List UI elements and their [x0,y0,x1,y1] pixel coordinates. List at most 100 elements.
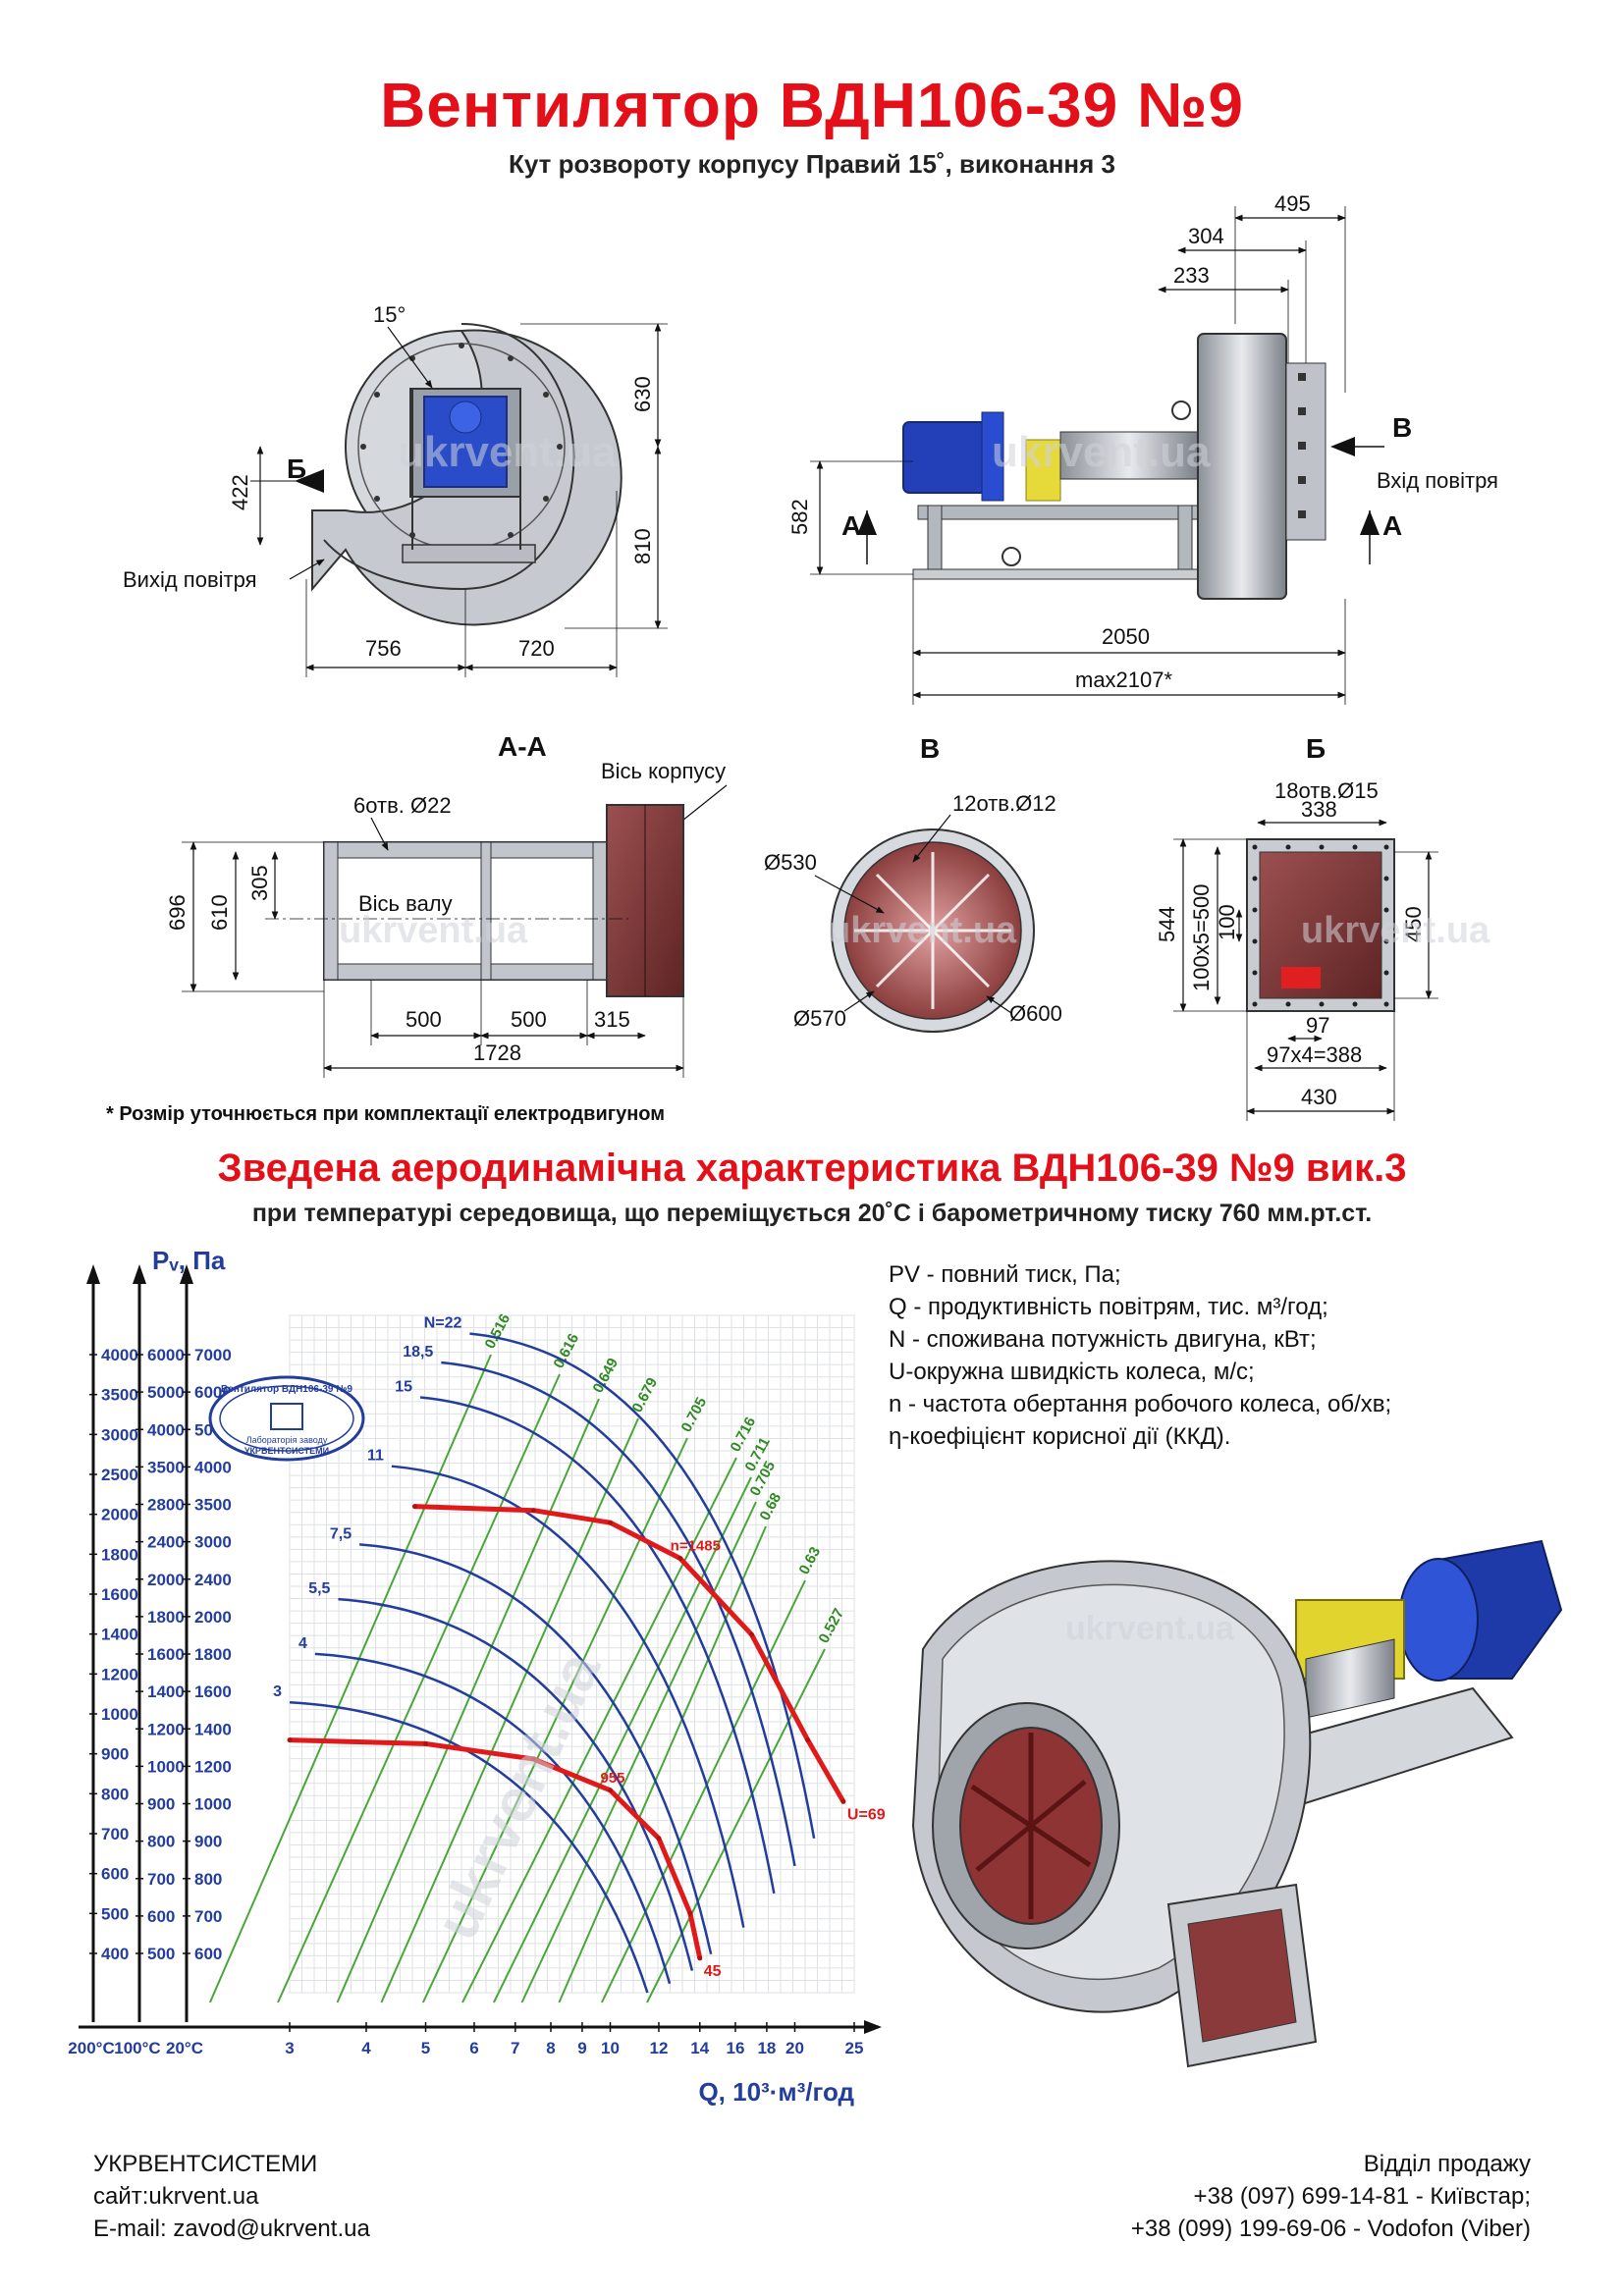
section-b-marker: Б [287,454,306,484]
power-curve-label: 5,5 [308,1580,330,1597]
dim-810: 810 [630,528,655,564]
power-curve-label: 7,5 [330,1525,352,1542]
y-tick-label: 1800 [101,1545,138,1564]
speed-curve-label: 955 [601,1770,625,1787]
y-tick-label: 600 [101,1865,129,1884]
y-axis-arrow [86,1264,100,1284]
efficiency-line [336,1398,600,2003]
y-tick-label: 1800 [147,1608,185,1627]
holes-label: 6отв. Ø22 [353,793,452,818]
x-tick-label: 4 [361,2039,371,2057]
temperature-label: 200°C [68,2039,114,2057]
sales-phone-1[interactable]: +38 (097) 699-14-81 - Київстар; [1193,2183,1531,2210]
efficiency-line [600,1579,806,2003]
sales-phone-2[interactable]: +38 (099) 199-69-06 - Vodofon (Viber) [1130,2216,1531,2242]
y-tick-label: 800 [101,1785,129,1803]
power-curve [441,1361,796,1867]
power-curve-label: 4 [298,1635,307,1652]
dim-233: 233 [1173,263,1210,288]
x-tick-label: 16 [727,2039,745,2057]
power-curve [289,1700,649,1994]
badge-line-1: Вентилятор ВДН106-39 №9 [221,1384,352,1395]
legend-n: N - споживана потужність двигуна, кВт; [889,1326,1317,1353]
company-email[interactable]: E-mail: zavod@ukrvent.ua [93,2216,370,2242]
lab-badge: Вентилятор ВДН106-39 №9 Лабораторія заво… [208,1375,365,1462]
dim-1728: 1728 [473,1041,521,1065]
efficiency-line [646,1648,826,2003]
speed-point [530,1508,536,1514]
side-view: 495 304 233 582 А А В Вхід повітря 2050 … [787,191,1498,705]
chart-axes: 4005006007008009001000120014001600180020… [68,1246,882,2107]
speed-point [608,1788,614,1793]
speed-point [530,1756,536,1762]
dim-338: 338 [1301,797,1337,822]
page-title: Вентилятор ВДН106-39 №9 [380,70,1244,140]
efficiency-line [558,1525,767,2003]
y-tick-label: 1200 [147,1720,185,1738]
y-tick-label: 4000 [101,1346,138,1364]
dim-720: 720 [518,636,555,661]
d530-label: Ø530 [764,850,817,875]
watermark-2: ukrvent.ua [992,428,1211,476]
company-name: УКРВЕНТСИСТЕМИ [93,2151,318,2177]
y-tick-label: 500 [147,1945,175,1963]
efficiency-line [520,1501,757,2003]
legend-pv: PV - повний тиск, Па; [889,1261,1121,1288]
section-aa: А-А Вісь корпусу 6отв. Ø22 Вісь валу 696… [165,731,728,1078]
section-v-marker: В [1392,412,1412,443]
power-curve [469,1332,816,1840]
y-tick-label: 1000 [194,1795,232,1814]
x-axis-title: Q, 10³·м³/год [698,2077,854,2107]
x-tick-label: 7 [511,2039,519,2057]
efficiency-line [277,1373,561,2003]
section-a-marker-1: А [841,510,861,541]
y-tick-label: 1600 [194,1682,232,1701]
speed-point [677,1555,683,1561]
power-curve-label: 11 [367,1448,384,1465]
power-curve-label: 3 [273,1683,282,1700]
power-curve-label: 15 [395,1378,412,1395]
x-tick-label: 3 [285,2039,294,2057]
y-tick-label: 4000 [147,1420,185,1439]
y-tick-label: 900 [147,1795,175,1814]
inlet-holes-label: 12отв.Ø12 [952,791,1056,816]
temperature-label: 100°C [114,2039,160,2057]
y-tick-label: 2400 [147,1533,185,1552]
y-tick-label: 1600 [101,1585,138,1604]
power-curve [419,1396,776,1895]
dim-304: 304 [1188,224,1224,248]
speed-point [840,1798,846,1804]
speed-end-label: 45 [704,1963,722,1980]
dim-305: 305 [247,865,272,901]
speed-end-label: U=69 [847,1806,886,1823]
speed-point [423,1740,429,1746]
axis-body-label: Вісь корпусу [601,759,726,783]
y-tick-label: 800 [147,1833,175,1851]
legend-q: Q - продуктивність повітрям, тис. м³/год… [889,1294,1328,1320]
y-axis-arrow [133,1264,146,1284]
watermark-5: ukrvent.ua [1301,910,1490,951]
y-tick-label: 400 [101,1945,129,1963]
y-tick-label: 1600 [147,1645,185,1664]
y-tick-label: 2000 [101,1506,138,1524]
dim-630: 630 [630,376,655,412]
d600-label: Ø600 [1009,1001,1062,1026]
dim-100x5: 100x5=500 [1189,884,1214,992]
speed-point [411,1504,417,1510]
y-tick-label: 2800 [147,1496,185,1515]
y-tick-label: 3000 [194,1533,232,1552]
x-tick-label: 8 [546,2039,555,2057]
y-tick-label: 1800 [194,1645,232,1664]
y-tick-label: 800 [194,1870,222,1889]
watermark-1: ukrvent.ua [398,428,617,476]
watermark-4: ukrvent.ua [828,910,1017,951]
company-site[interactable]: сайт:ukrvent.ua [93,2183,259,2210]
characteristic-title: Зведена аеродинамічна характеристика ВДН… [217,1147,1407,1190]
y-tick-label: 5000 [147,1383,185,1402]
y-tick-label: 600 [194,1945,222,1963]
y-tick-label: 6000 [147,1346,185,1364]
front-view: 15° 422 Б Вихід повітря 630 810 756 720 [123,302,668,677]
page-subtitle: Кут розвороту корпусу Правий 15˚, викона… [509,149,1115,179]
